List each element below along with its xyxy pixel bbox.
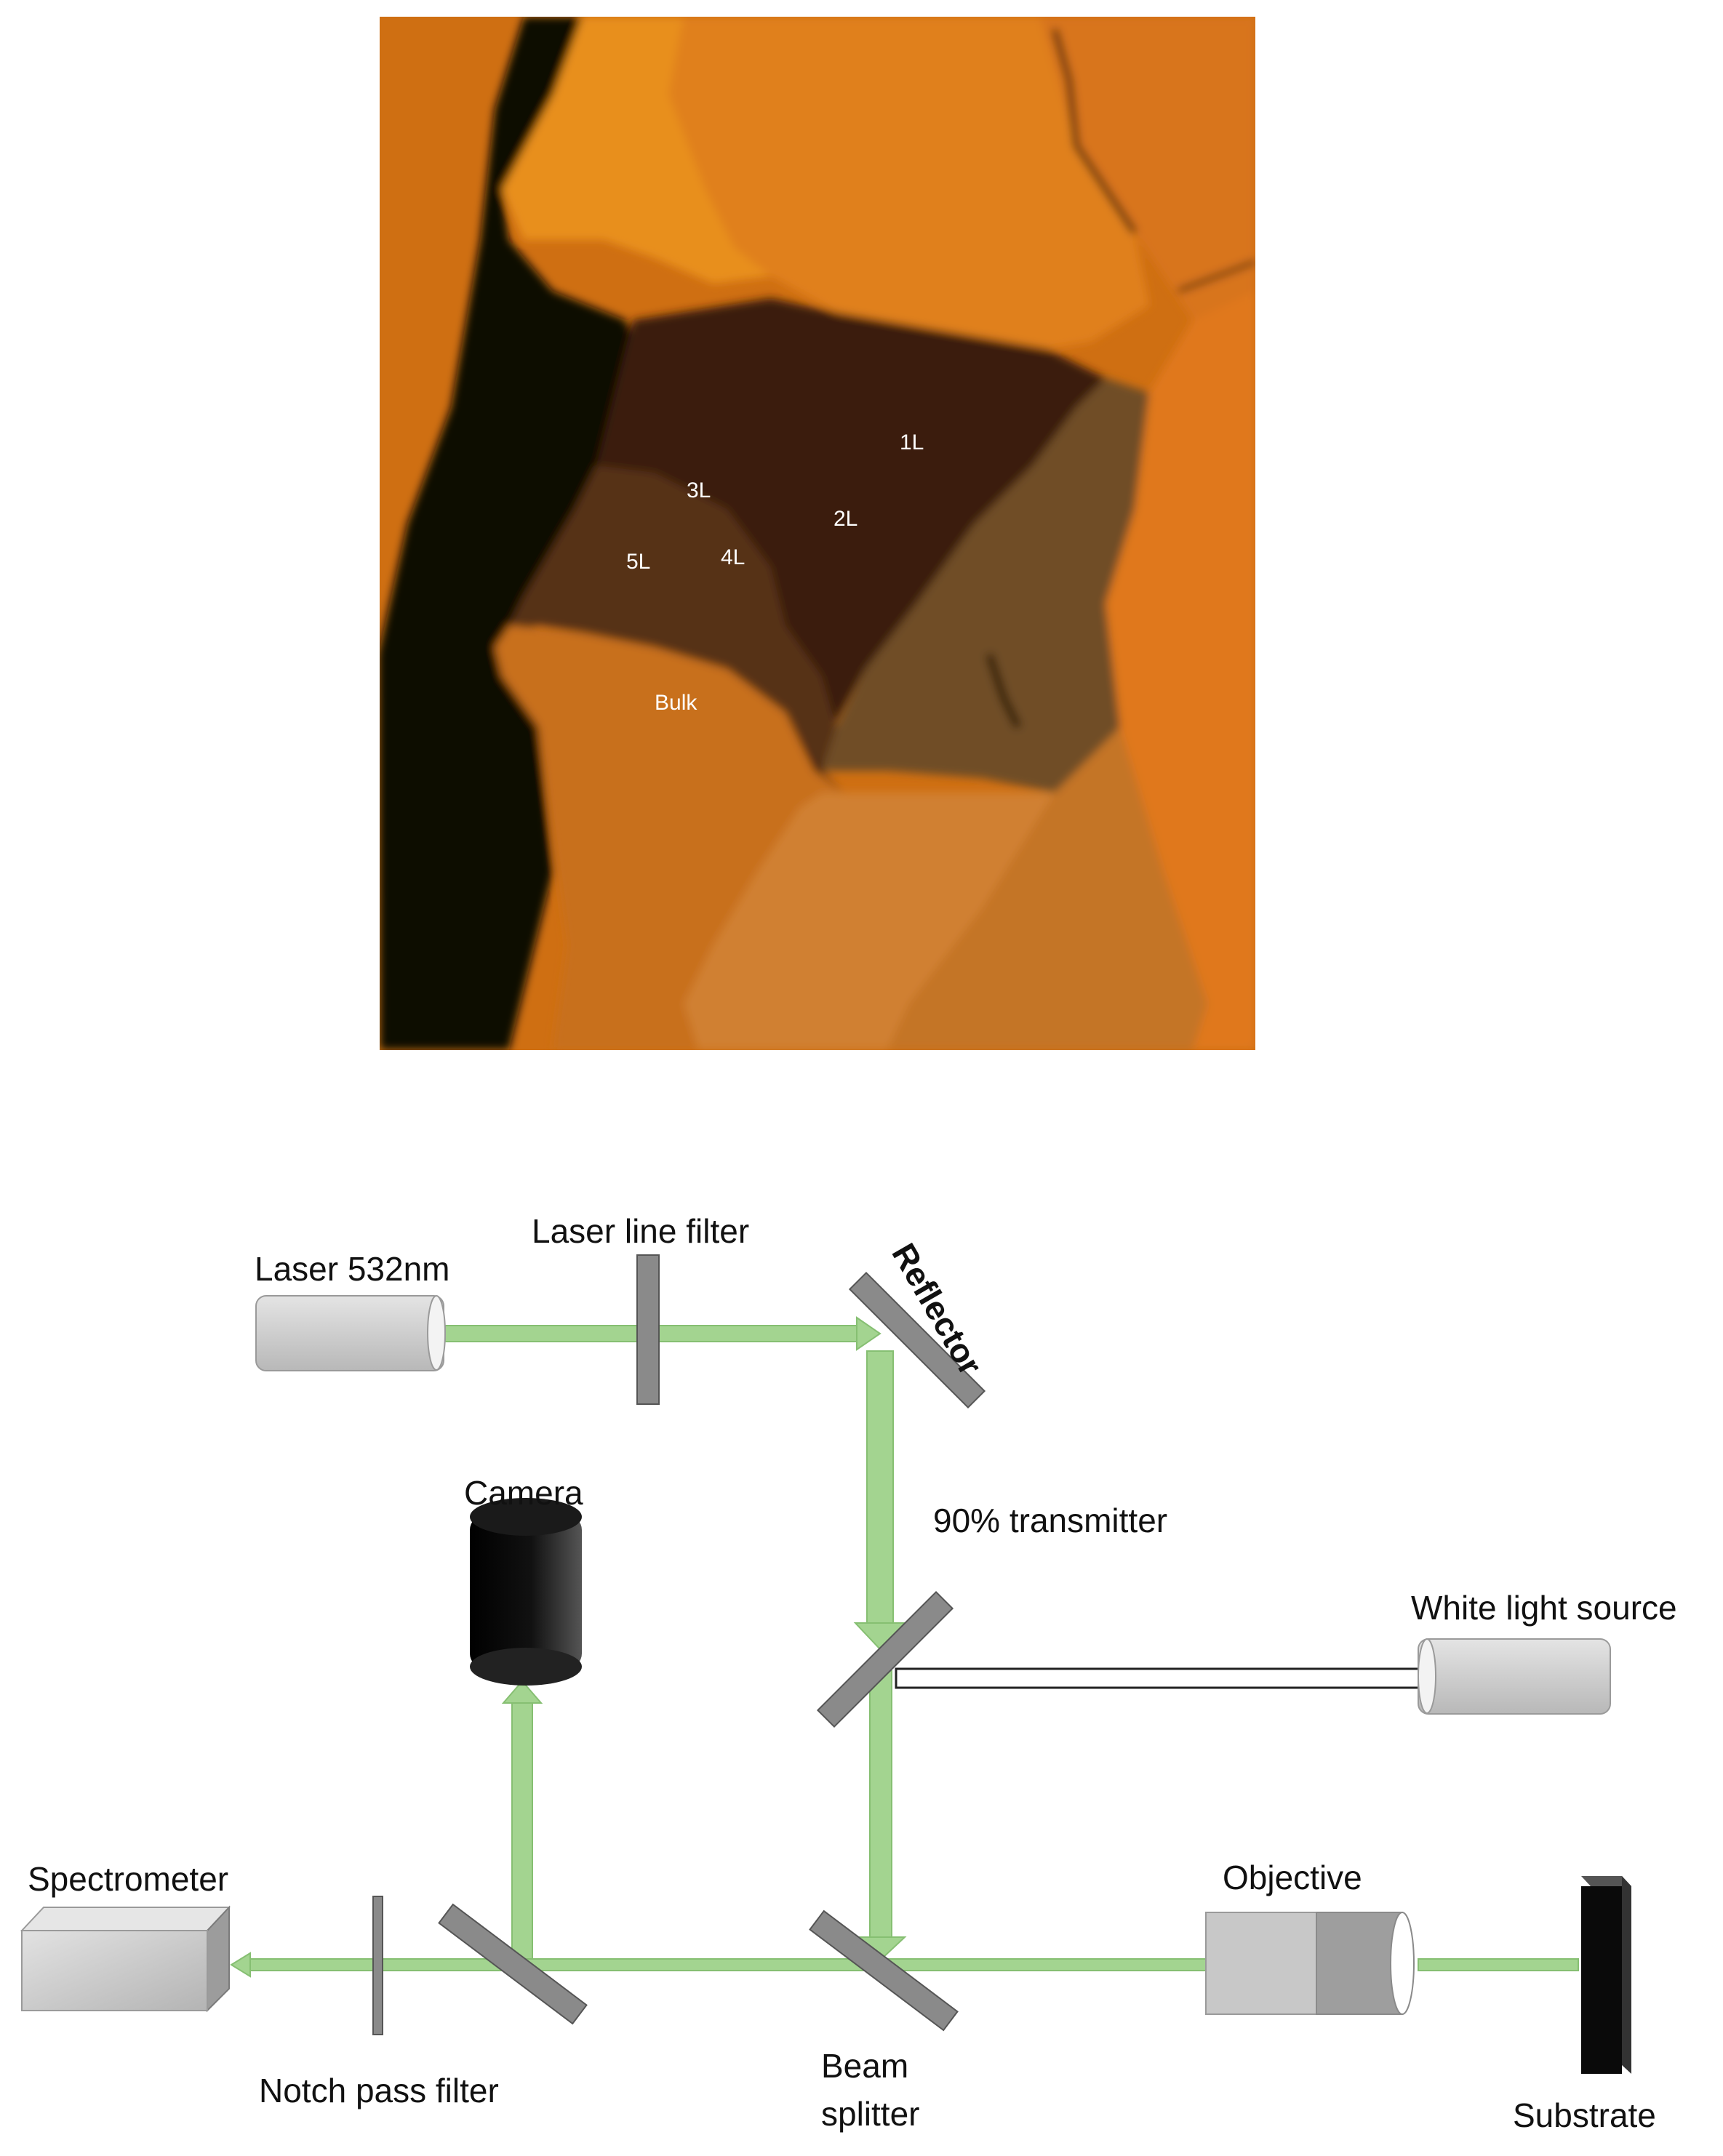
flake-top [502,17,771,284]
white-light-beam [895,1667,1428,1689]
flake-right-top [1040,17,1255,320]
beam-arrowhead-camera [501,1680,543,1704]
label-3L: 3L [687,478,711,502]
label-1L: 1L [900,430,924,454]
label-substrate: Substrate [1513,2096,1656,2134]
beam-reflector-to-transmitter [866,1350,894,1624]
label-beam-splitter-1: Beam [821,2047,908,2085]
label-notch-filter: Notch pass filter [259,2072,499,2109]
transmitter-mirror [816,1590,954,1728]
label-2L: 2L [833,507,857,531]
label-objective: Objective [1223,1859,1362,1896]
camera-splitter-mirror [438,1903,588,2025]
substrate [1581,1876,1631,2074]
flake-bottom-center [684,793,1055,1050]
beam-to-camera [511,1701,533,1960]
laser-source [255,1295,446,1371]
notch-pass-filter [372,1896,383,2035]
label-laser: Laser 532nm [255,1250,450,1288]
flake-grey [822,378,1149,800]
label-camera: Camera [464,1474,583,1512]
label-laser-line-filter: Laser line filter [532,1212,749,1250]
beam-arrowhead-reflector [856,1316,882,1351]
beam-main-horizontal [247,1958,1208,1971]
spectrometer [20,1905,231,2013]
label-4L: 4L [721,545,745,569]
flake-bottom-right [887,727,1207,1050]
white-light-source [1418,1638,1611,1715]
label-spectrometer: Spectrometer [28,1860,228,1898]
label-5L: 5L [626,550,650,574]
flake-bulk [495,625,844,1050]
setup-diagram: Laser 532nm Laser line filter Reflector … [20,1212,1677,2134]
few-layer-region [502,465,836,771]
flake-right-bottom [1106,291,1255,1050]
thin-layer-region [502,298,1106,793]
laser-line-filter [636,1254,660,1405]
label-beam-splitter-2: splitter [821,2095,919,2133]
label-bulk: Bulk [655,691,697,715]
label-white-light-source: White light source [1411,1589,1677,1627]
reflector-mirror [848,1271,986,1409]
camera [470,1498,582,1686]
beam-arrowhead-spectrometer [230,1952,251,1978]
background-dark-region [380,17,633,1050]
objective [1205,1912,1415,2015]
beam-objective-to-substrate [1418,1958,1579,1971]
label-transmitter: 90% transmitter [933,1502,1167,1539]
flake-top-center [669,17,1149,349]
beam-transmitter-to-splitter [869,1670,892,1939]
micrograph: 1L 2L 3L 4L 5L Bulk [380,17,1255,1050]
beam-splitter-mirror [809,1909,959,2032]
